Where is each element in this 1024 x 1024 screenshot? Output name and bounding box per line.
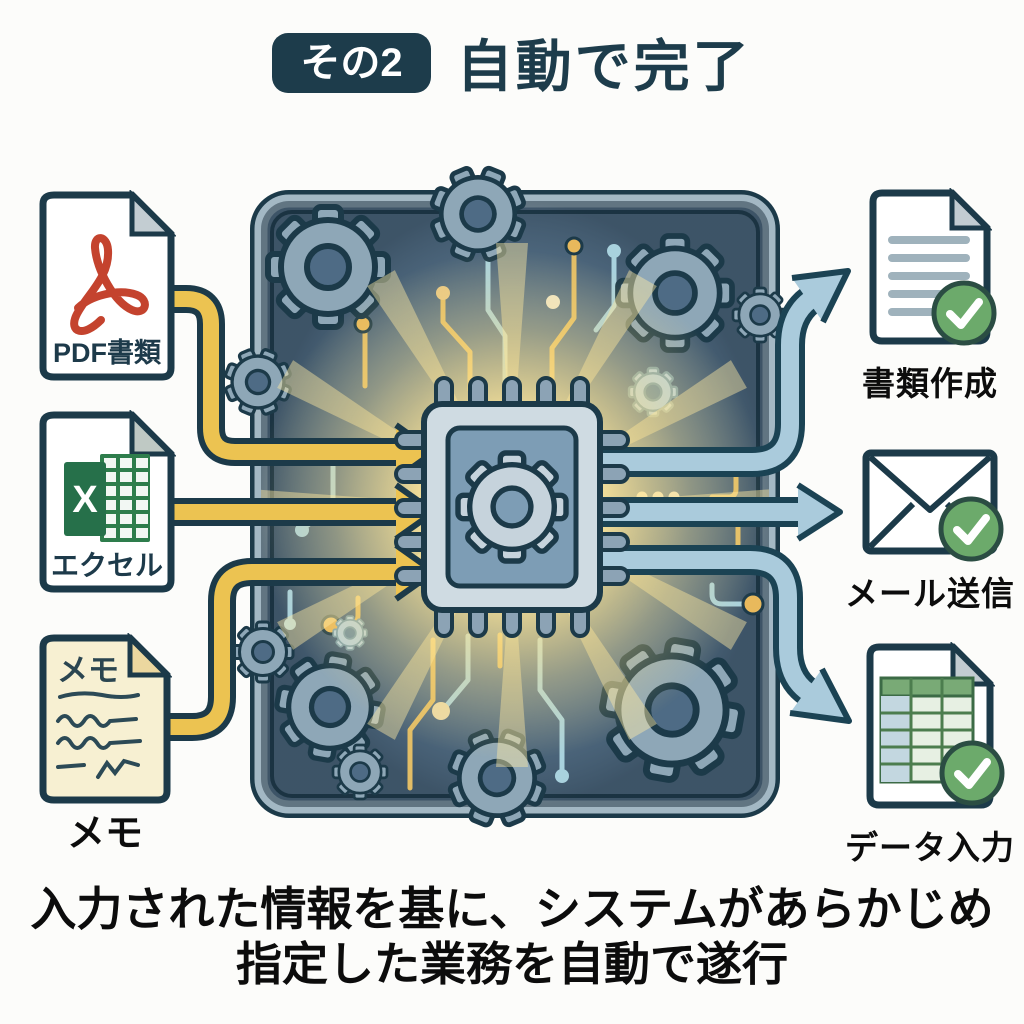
- gear-icon: [331, 743, 389, 801]
- memo-card-label: メモ: [66, 813, 143, 855]
- document-output-card: 書類作成: [845, 186, 1015, 405]
- pdf-document-card: PDF書類: [38, 190, 176, 382]
- chip-gear-icon: [458, 453, 566, 561]
- check-badge-icon: [929, 278, 999, 353]
- check-badge-icon: [936, 494, 1006, 569]
- output-arrows: [600, 268, 852, 724]
- title-row: その2 自動で完了: [0, 22, 1024, 103]
- email-output-label: メール送信: [845, 575, 1015, 612]
- output-arrow-data-entry-icon: [600, 545, 852, 724]
- memo-scribble-icon: [56, 691, 142, 779]
- data-entry-output-label: データ入力: [845, 829, 1015, 866]
- page-title: 自動で完了: [456, 35, 752, 98]
- output-arrow-email-icon: [600, 482, 843, 542]
- excel-document-card: X エクセル: [38, 410, 176, 594]
- excel-card-label: エクセル: [50, 550, 163, 581]
- pdf-card-label: PDF書類: [53, 338, 161, 368]
- check-badge-icon: [937, 738, 1007, 813]
- caption-line-1: 入力された情報を基に、システムがあらかじめ: [30, 883, 994, 935]
- data-entry-output-card: データ入力: [845, 640, 1015, 869]
- excel-logo-letter: X: [72, 479, 98, 521]
- page-fold: [127, 633, 172, 678]
- excel-logo-icon: X: [64, 454, 150, 542]
- page-fold: [129, 190, 176, 237]
- cpu-chip-icon: [394, 376, 630, 638]
- caption-line-2: 指定した業務を自動で遂行: [236, 938, 788, 991]
- document-output-label: 書類作成: [862, 365, 998, 402]
- email-output-card: メール送信: [845, 448, 1015, 615]
- caption: 入力された情報を基に、システムがあらかじめ 指定した業務を自動で遂行: [30, 882, 994, 992]
- title-badge: その2: [272, 32, 431, 93]
- output-arrow-document-icon: [600, 268, 851, 477]
- memo-inner-title: メモ: [57, 653, 119, 688]
- pdf-logo-icon: [70, 234, 149, 335]
- memo-card: メモ: [38, 633, 172, 805]
- page-fold: [129, 410, 176, 457]
